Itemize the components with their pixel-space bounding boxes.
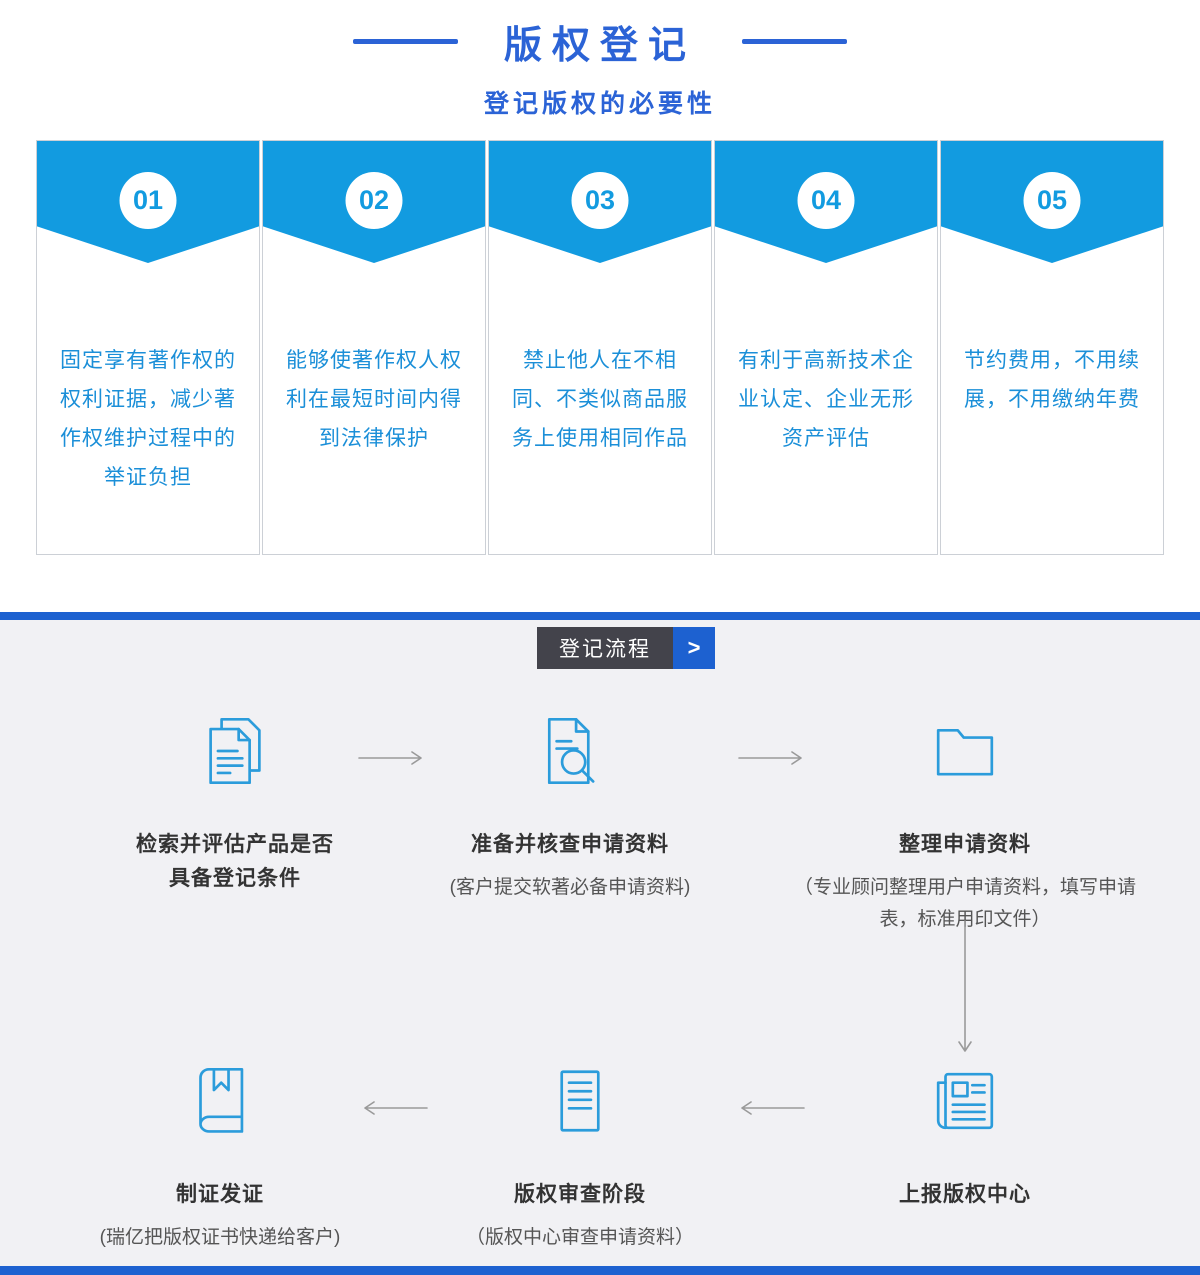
- process-section: [0, 620, 1200, 1266]
- card-number: 01: [132, 185, 164, 215]
- title-line-left: [352, 39, 458, 44]
- card-number-badge: 04: [797, 172, 855, 229]
- process-step-2: 准备并核查申请资料 (客户提交软著必备申请资料): [410, 712, 730, 904]
- step-title: 上报版权中心: [899, 1183, 1031, 1206]
- card-number-badge: 03: [571, 172, 629, 229]
- benefit-card-1: 01 固定享有著作权的权利证据，减少著作权维护过程中的举证负担: [36, 140, 260, 555]
- card-number: 05: [1036, 185, 1068, 215]
- card-text: 禁止他人在不相同、不类似商品服务上使用相同作品: [512, 349, 688, 450]
- step-title: 制证发证: [176, 1183, 264, 1206]
- card-number-badge: 05: [1023, 172, 1081, 229]
- document-search-icon: [410, 712, 730, 800]
- process-tab[interactable]: 登记流程 >: [537, 627, 715, 669]
- arrow-left-icon: [358, 1100, 428, 1121]
- process-step-5: 版权审查阶段 （版权中心审查申请资料）: [420, 1062, 740, 1254]
- benefit-card-5: 05 节约费用，不用续展，不用缴纳年费: [940, 140, 1164, 555]
- chevron-right-icon[interactable]: >: [673, 627, 715, 669]
- card-text: 节约费用，不用续展，不用缴纳年费: [964, 349, 1140, 411]
- document-lines-icon: [420, 1062, 740, 1150]
- arrow-left-icon: [735, 1100, 805, 1121]
- page-title: 版权登记: [503, 25, 696, 67]
- card-text: 能够使著作权人权利在最短时间内得到法律保护: [286, 349, 462, 450]
- arrow-right-icon: [738, 750, 808, 771]
- process-step-3: 整理申请资料 （专业顾问整理用户申请资料，填写申请表，标准用印文件）: [792, 712, 1138, 936]
- footer-bar: [0, 1266, 1200, 1275]
- section-divider: [0, 612, 1200, 620]
- process-step-4: 上报版权中心: [840, 1062, 1090, 1222]
- newspaper-icon: [840, 1062, 1090, 1150]
- step-title: 准备并核查申请资料: [471, 833, 669, 856]
- step-title: 整理申请资料: [899, 833, 1031, 856]
- step-title: 版权审查阶段: [514, 1183, 646, 1206]
- arrow-down-icon: [957, 920, 973, 1065]
- benefit-card-4: 04 有利于高新技术企业认定、企业无形资产评估: [714, 140, 938, 555]
- step-title: 检索并评估产品是否具备登记条件: [136, 833, 334, 890]
- card-number-badge: 01: [119, 172, 177, 229]
- card-text: 有利于高新技术企业认定、企业无形资产评估: [738, 349, 914, 450]
- card-number: 02: [358, 185, 390, 215]
- step-note: （专业顾问整理用户申请资料，填写申请表，标准用印文件）: [793, 877, 1136, 930]
- card-banner: 03: [489, 141, 711, 263]
- folder-icon: [792, 712, 1138, 800]
- process-step-6: 制证发证 (瑞亿把版权证书快递给客户): [70, 1062, 370, 1254]
- documents-icon: [135, 712, 335, 800]
- arrow-right-icon: [358, 750, 428, 771]
- process-tab-label[interactable]: 登记流程: [537, 627, 673, 669]
- title-line-right: [742, 39, 847, 44]
- process-step-1: 检索并评估产品是否具备登记条件: [135, 712, 335, 906]
- card-number: 04: [810, 185, 842, 215]
- card-banner: 01: [37, 141, 259, 263]
- benefit-cards: 01 固定享有著作权的权利证据，减少著作权维护过程中的举证负担 02 能够使著作…: [36, 140, 1164, 555]
- card-number: 03: [584, 185, 616, 215]
- card-text: 固定享有著作权的权利证据，减少著作权维护过程中的举证负担: [60, 349, 236, 489]
- card-banner: 05: [941, 141, 1163, 263]
- step-note: （版权中心审查申请资料）: [465, 1227, 694, 1248]
- card-banner: 04: [715, 141, 937, 263]
- card-banner: 02: [263, 141, 485, 263]
- benefit-card-3: 03 禁止他人在不相同、不类似商品服务上使用相同作品: [488, 140, 712, 555]
- book-icon: [70, 1062, 370, 1150]
- header: 版权登记: [0, 14, 1200, 69]
- card-number-badge: 02: [345, 172, 403, 229]
- step-note: (瑞亿把版权证书快递给客户): [99, 1227, 341, 1248]
- benefit-card-2: 02 能够使著作权人权利在最短时间内得到法律保护: [262, 140, 486, 555]
- page-subtitle: 登记版权的必要性: [483, 90, 716, 118]
- step-note: (客户提交软著必备申请资料): [449, 877, 691, 898]
